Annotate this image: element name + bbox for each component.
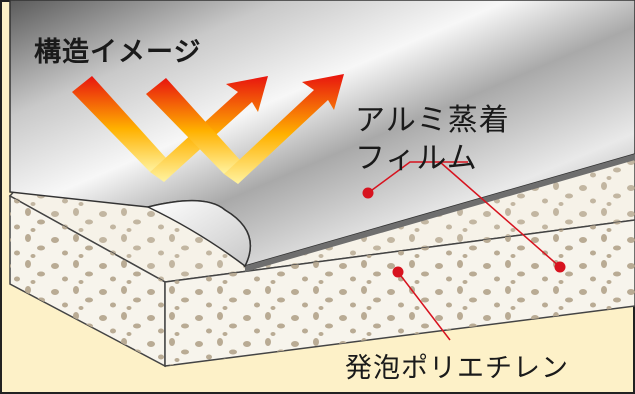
- foam-front-speckles: [165, 220, 635, 366]
- film-marker-dot: [362, 187, 374, 199]
- film-label-line1: アルミ蒸着: [355, 103, 510, 138]
- foam-label: 発泡ポリエチレン: [345, 353, 569, 384]
- structure-title: 構造イメージ: [34, 37, 202, 68]
- foam-left-speckles: [10, 196, 165, 366]
- film-leader-lines: [362, 161, 566, 273]
- film-label-line2: フィルム: [355, 141, 478, 176]
- heat-reflection-arrow-icon: [146, 74, 344, 184]
- film-edge: [245, 154, 635, 272]
- film-curl: [145, 200, 252, 268]
- film-edge-marker-dot: [554, 261, 566, 273]
- foam-marker-dot: [392, 266, 404, 278]
- foam-leader-line: [392, 266, 451, 341]
